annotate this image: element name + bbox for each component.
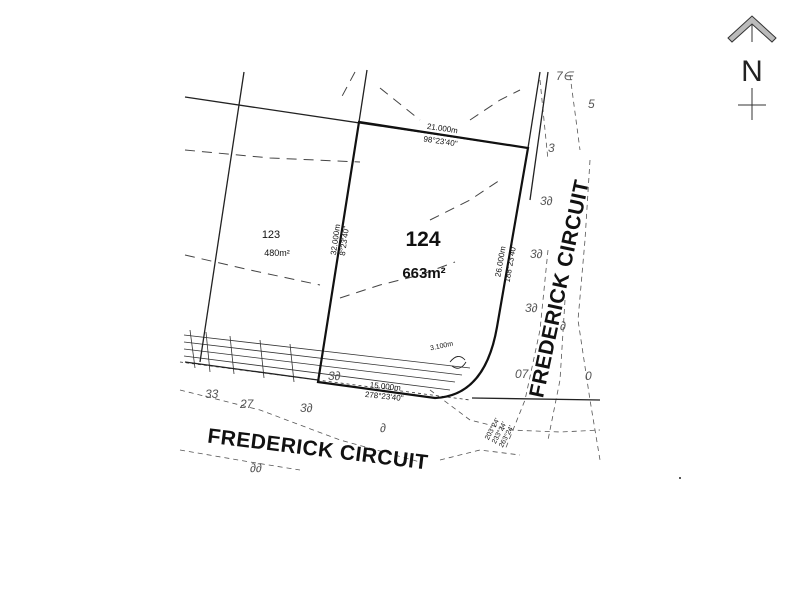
west-length-label: 32.000m [329,223,342,255]
west-bearing-label: 8°23'40" [338,225,351,256]
svg-text:5: 5 [588,97,595,111]
south-bearing-label: 278°23'40" [364,390,404,403]
svg-text:∂: ∂ [380,421,386,435]
svg-text:∂: ∂ [560,319,566,333]
svg-text:∂∂: ∂∂ [250,461,262,475]
svg-text:7∈: 7∈ [556,69,575,83]
lot-123-area: 480m² [264,248,290,258]
lot-124-area: 663m² [402,265,445,282]
street-name-east: FREDERICK CIRCUIT [525,178,594,400]
svg-text:3∂: 3∂ [300,401,313,415]
south-length-label: 15.000m [369,380,401,392]
svg-text:27: 27 [239,397,255,411]
svg-text:0: 0 [585,369,592,383]
lot-124-boundary [316,120,530,400]
svg-text:3: 3 [548,141,555,155]
corner-detail [449,356,467,369]
north-letter: N [741,55,763,88]
north-arrow: N [727,15,777,120]
north-arrow-head-icon [727,15,777,43]
contour-marks: 7∈ 5 3 3∂ 3∂ 3∂ ∂ 07 0 33 27 3∂ 3∂ ∂ ∂∂ [205,69,595,475]
lot-124-number: 124 [405,228,440,251]
contour-lines [179,71,601,471]
lot-123-number: 123 [262,229,280,241]
road-hatching [179,329,471,401]
svg-text:3∂: 3∂ [525,301,538,315]
west-boundary-lot-123 [199,71,245,363]
svg-text:07: 07 [515,367,530,381]
svg-text:3∂: 3∂ [530,247,543,261]
svg-text:33: 33 [205,387,219,401]
corner-length-label: 3.100m [430,341,454,353]
svg-text:3∂: 3∂ [328,369,341,383]
svg-text:3∂: 3∂ [540,194,553,208]
